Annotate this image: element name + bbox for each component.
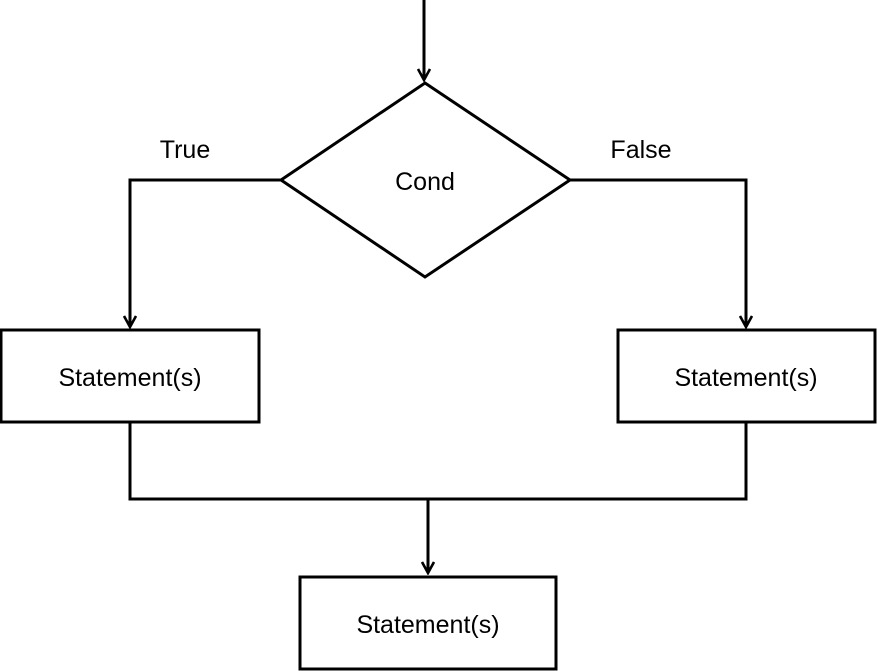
false-branch-label: False bbox=[610, 136, 671, 164]
merge-connector bbox=[128, 422, 748, 501]
true-statement-label: Statement(s) bbox=[58, 364, 201, 392]
merged-statement-label: Statement(s) bbox=[356, 611, 499, 639]
false-statement-box bbox=[616, 328, 877, 424]
false-statement-label: Statement(s) bbox=[674, 364, 817, 392]
merged-statement-box bbox=[298, 575, 558, 671]
decision-label: Cond bbox=[395, 168, 455, 196]
true-branch-connector bbox=[130, 178, 281, 327]
true-branch-label: True bbox=[160, 136, 210, 164]
decision-diamond bbox=[278, 81, 573, 279]
true-statement-box bbox=[0, 328, 261, 424]
false-branch-connector bbox=[570, 178, 746, 327]
